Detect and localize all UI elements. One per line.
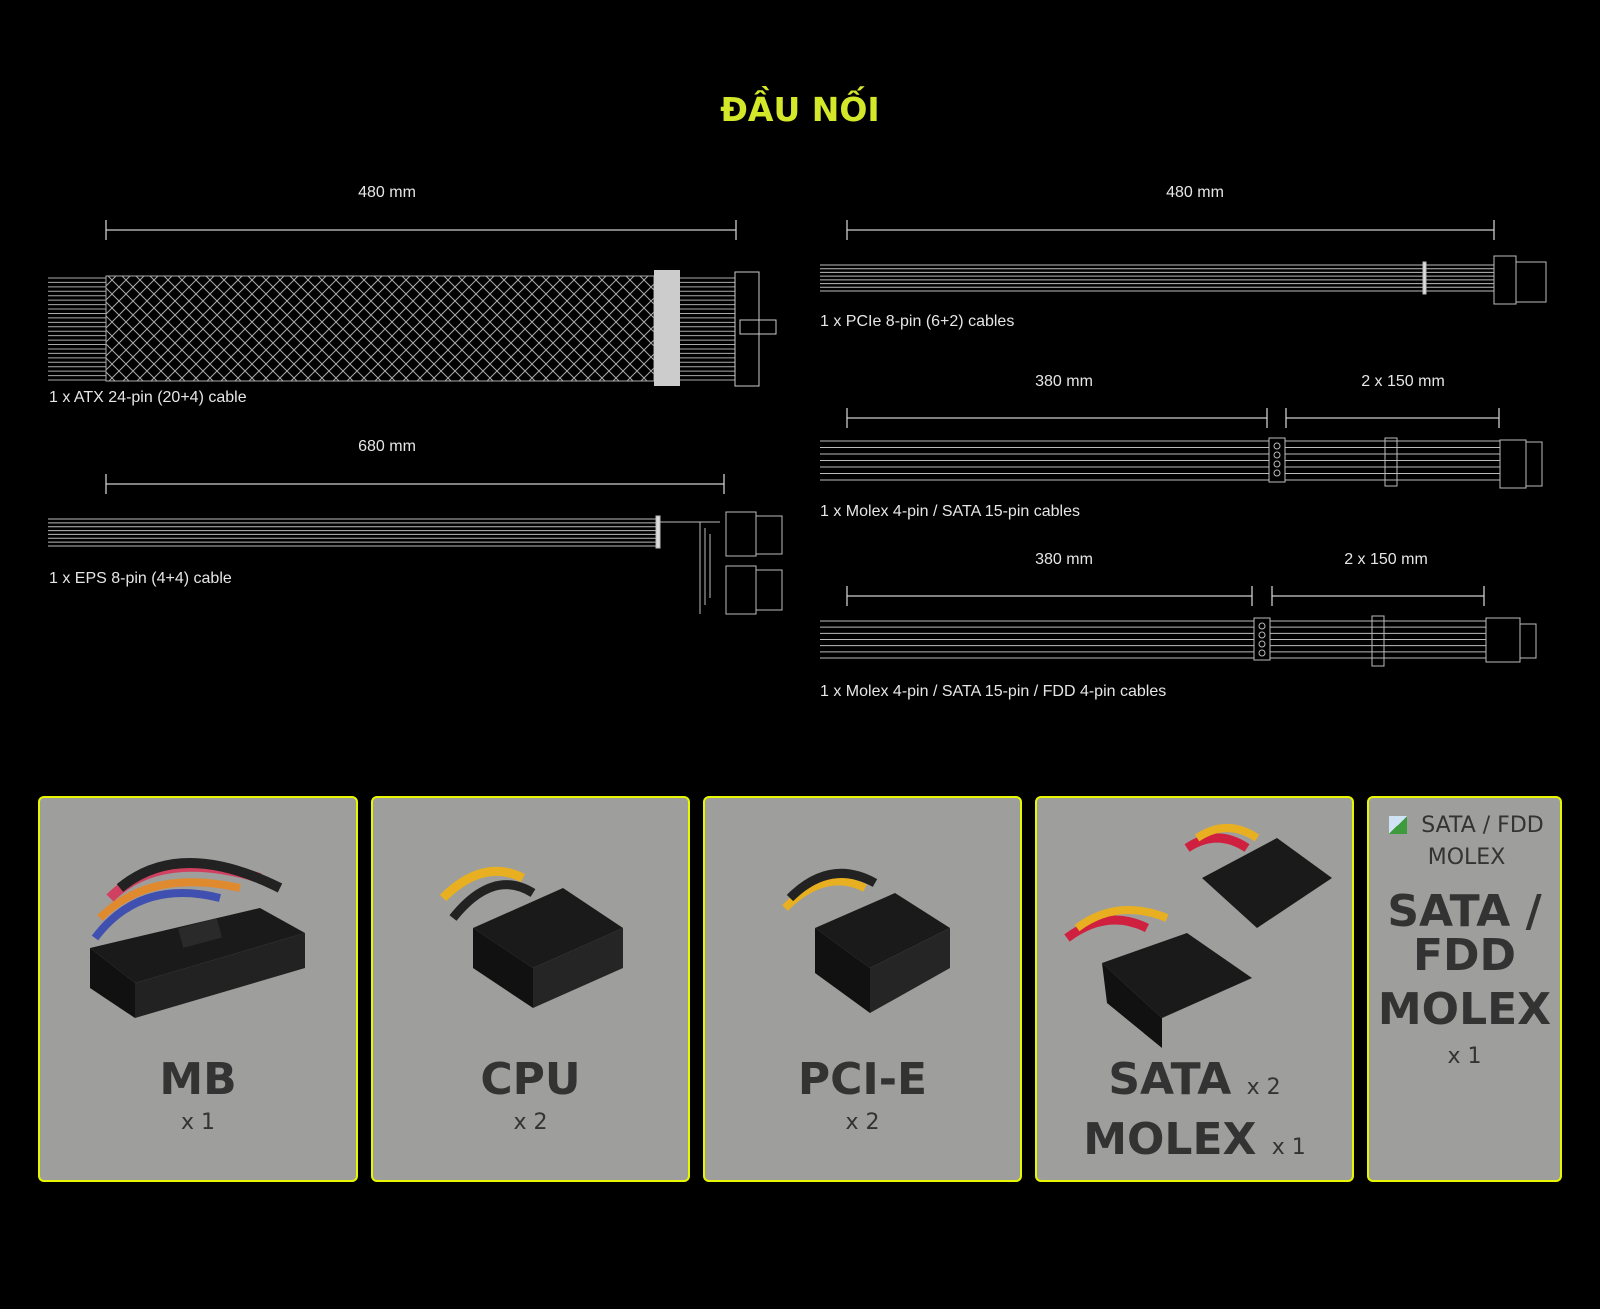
pcie-cable [820,255,1547,305]
dim-ms-main [846,408,1268,428]
card-mb: MB x 1 [38,796,358,1182]
card-count: x 2 [513,1110,548,1135]
card-count: x 1 [1447,1044,1482,1069]
msf-caption: 1 x Molex 4-pin / SATA 15-pin / FDD 4-pi… [820,683,1167,700]
molex-sata-cable [820,437,1543,489]
card-count-molex: x 1 [1271,1135,1306,1160]
msf-length-branch: 2 x 150 mm [1344,551,1428,568]
section-title: ĐẦU NỐI [720,90,880,129]
dim-pcie [846,220,1495,240]
eps-length: 680 mm [358,438,416,455]
pcie-connector-image [782,868,950,1013]
atx-length: 480 mm [358,184,416,201]
card-cpu: CPU x 2 [371,796,690,1182]
card-title: PCI-E [797,1054,928,1105]
eps-caption: 1 x EPS 8-pin (4+4) cable [49,570,232,587]
dim-eps [105,474,725,494]
eps-cable [48,511,783,615]
pcie-caption: 1 x PCIe 8-pin (6+2) cables [820,313,1015,330]
dim-msf-main [846,586,1253,606]
msf-length-main: 380 mm [1035,551,1093,568]
molex-sata-fdd-cable [820,615,1537,667]
cable-diagrams [48,220,1547,667]
atx-cable [48,270,777,387]
card-title: SATA / FDD [1387,886,1542,981]
ms-length-branch: 2 x 150 mm [1361,373,1445,390]
ms-caption: 1 x Molex 4-pin / SATA 15-pin cables [820,503,1080,520]
card-count-sata: x 2 [1246,1075,1281,1100]
broken-image: SATA / FDD MOLEX [1377,810,1556,874]
dim-msf-branch [1271,586,1485,606]
card-pcie: PCI-E x 2 [703,796,1022,1182]
sata-molex-connector-image [1064,824,1332,1048]
atx-connector-image [90,858,305,1018]
broken-image-icon [1389,816,1408,834]
card-sata-fdd-molex: SATA / FDD MOLEX SATA / FDD MOLEX x 1 [1367,796,1562,1182]
pcie-length: 480 mm [1166,184,1224,201]
dim-atx [105,220,737,240]
card-title-2: MOLEX [1377,984,1552,1035]
card-title: CPU [480,1054,581,1105]
dim-ms-branch [1285,408,1500,428]
card-title-molex: MOLEX x 1 [1083,1114,1306,1165]
atx-caption: 1 x ATX 24-pin (20+4) cable [49,389,247,406]
card-sata-molex: SATA x 2 MOLEX x 1 [1035,796,1354,1182]
cpu-connector-image [439,866,623,1008]
card-count: x 1 [180,1110,215,1135]
card-count: x 2 [845,1110,880,1135]
card-title-sata: SATA x 2 [1108,1054,1281,1105]
ms-length-main: 380 mm [1035,373,1093,390]
card-title: MB [159,1054,237,1105]
